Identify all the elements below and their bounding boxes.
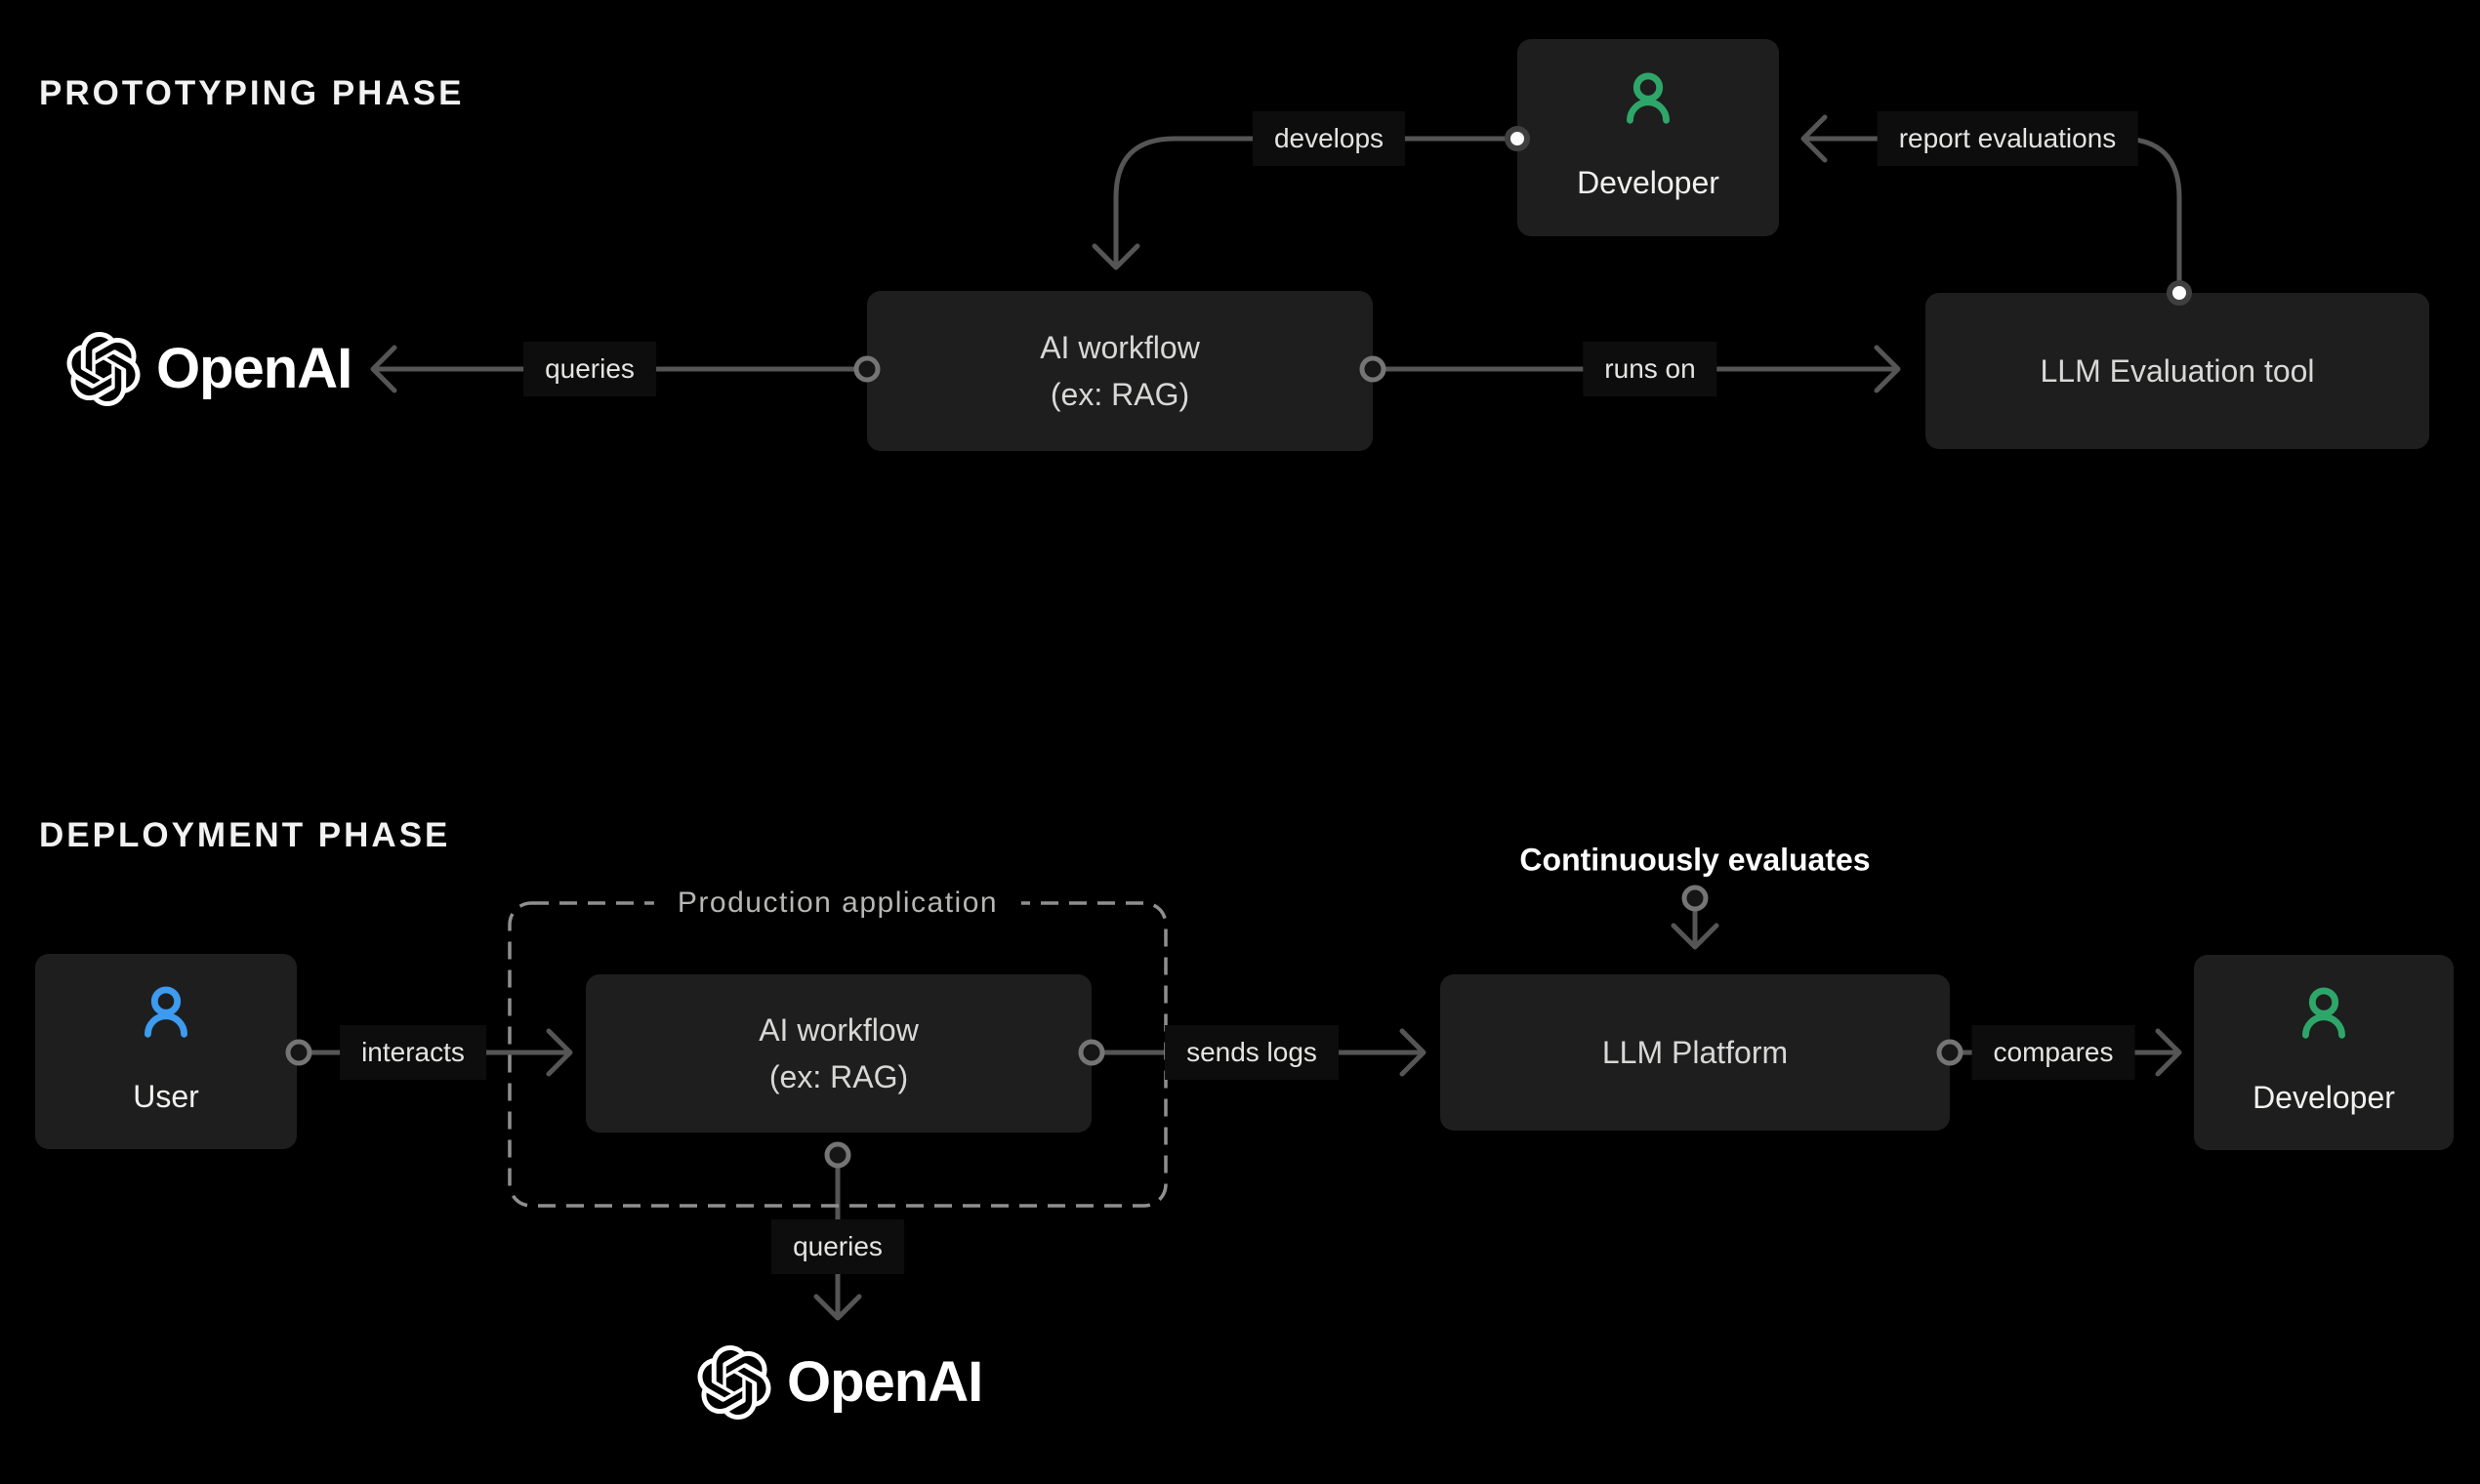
edge-label-develops: develops [1252, 111, 1406, 166]
edge-label-interacts: interacts [340, 1025, 486, 1080]
node-llm-platform: LLM Platform [1440, 974, 1950, 1131]
person-icon [2302, 987, 2345, 1039]
person-icon [145, 986, 187, 1038]
openai-logo-top: OpenAI [66, 332, 352, 406]
edge-continuously-evaluates-line [1671, 895, 1719, 950]
node-user: User [35, 954, 297, 1149]
node-ai-workflow-bottom: AI workflow (ex: RAG) [586, 974, 1092, 1133]
edge-label-queries-top: queries [523, 342, 656, 396]
node-label: AI workflow [1040, 330, 1200, 365]
edge-label-continuously-evaluates: Continuously evaluates [1519, 842, 1871, 878]
node-llm-evaluation-tool: LLM Evaluation tool [1925, 293, 2429, 449]
openai-wordmark: OpenAI [787, 1350, 983, 1414]
edge-label-compares: compares [1971, 1025, 2135, 1080]
node-sublabel: (ex: RAG) [768, 1059, 909, 1094]
node-label: LLM Evaluation tool [2040, 353, 2315, 389]
node-label: AI workflow [759, 1012, 919, 1048]
node-developer-bottom: Developer [2194, 955, 2454, 1150]
node-label: Developer [2253, 1080, 2395, 1115]
node-label: User [133, 1079, 199, 1114]
edge-label-queries-bottom: queries [771, 1219, 904, 1274]
production-application-label: Production application [653, 883, 1022, 924]
edge-label-report-evaluations: report evaluations [1877, 111, 2138, 166]
node-label: Developer [1577, 165, 1719, 200]
person-icon [1627, 72, 1670, 124]
openai-wordmark: OpenAI [156, 337, 352, 400]
openai-logomark-icon [66, 332, 141, 406]
deployment-phase-title: DEPLOYMENT PHASE [39, 816, 451, 854]
node-developer-top: Developer [1517, 39, 1779, 236]
connector-ring [824, 1141, 851, 1169]
openai-logo-bottom: OpenAI [697, 1345, 983, 1420]
prototyping-phase-title: PROTOTYPING PHASE [39, 74, 465, 112]
node-label: LLM Platform [1601, 1035, 1789, 1070]
edge-label-runs-on: runs on [1583, 342, 1717, 396]
node-ai-workflow-top: AI workflow (ex: RAG) [867, 291, 1373, 451]
openai-logomark-icon [697, 1345, 771, 1420]
node-sublabel: (ex: RAG) [1050, 377, 1190, 412]
connector-ring [1681, 885, 1709, 912]
edge-label-sends-logs: sends logs [1165, 1025, 1339, 1080]
